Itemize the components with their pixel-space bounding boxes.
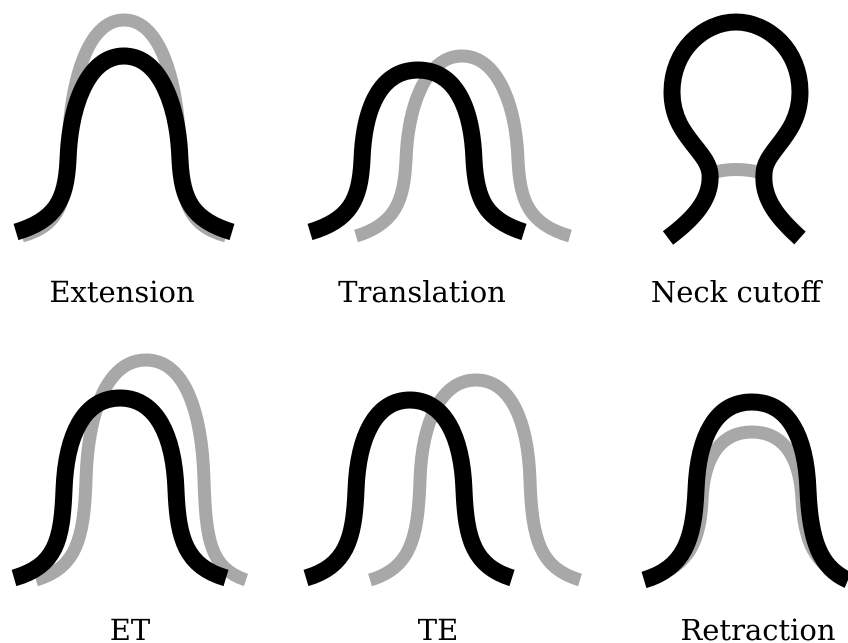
panel-et: ET [14, 360, 246, 643]
current-loop-neck-cutoff [668, 22, 800, 238]
label-retraction: Retraction [680, 613, 835, 643]
panel-neck-cutoff: Neck cutoff [651, 22, 824, 309]
label-te: TE [418, 613, 459, 643]
panel-translation: Translation [310, 56, 570, 309]
label-translation: Translation [338, 275, 506, 309]
label-et: ET [110, 613, 151, 643]
label-neck-cutoff: Neck cutoff [651, 275, 824, 309]
current-bend-extension [16, 56, 232, 232]
panel-extension: Extension [16, 20, 232, 309]
panel-retraction: Retraction [644, 402, 848, 643]
panel-te: TE [306, 380, 580, 643]
label-extension: Extension [49, 275, 194, 309]
